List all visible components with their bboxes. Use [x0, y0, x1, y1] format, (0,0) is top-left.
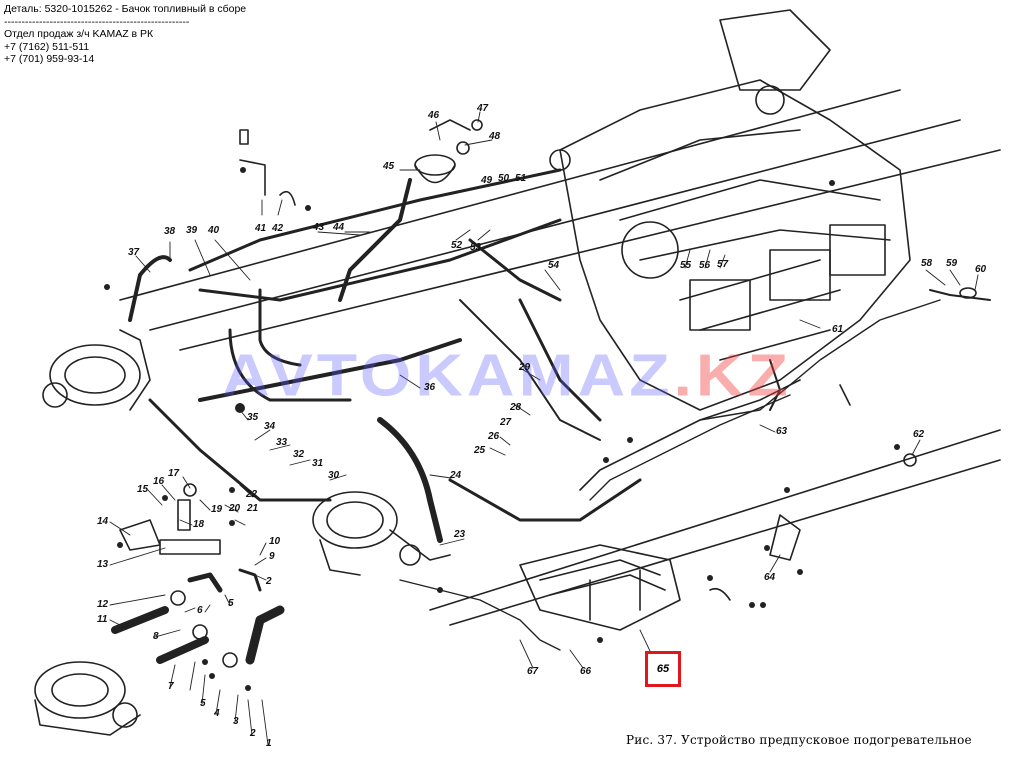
- callout-5: 5: [200, 698, 206, 709]
- callout-11: 11: [97, 614, 108, 625]
- callout-42: 42: [272, 223, 284, 234]
- header-info: Деталь: 5320-1015262 - Бачок топливный в…: [4, 3, 246, 66]
- sales-department: Отдел продаж з/ч KAMAZ в РК: [4, 28, 154, 40]
- callout-21: 21: [247, 503, 259, 514]
- pipe-36: [198, 338, 462, 402]
- callout-5b: 5: [228, 598, 234, 609]
- callout-2b: 2: [266, 576, 272, 587]
- callout-23: 23: [454, 529, 466, 540]
- callout-14: 14: [97, 516, 109, 527]
- callout-58: 58: [921, 258, 933, 269]
- callout-9: 9: [269, 551, 275, 562]
- callout-51: 51: [515, 173, 527, 184]
- callout-3: 3: [233, 716, 239, 727]
- callout-38: 38: [164, 226, 176, 237]
- fuel-line: [579, 379, 801, 491]
- hose-7: [156, 636, 209, 664]
- watermark-tail: .KZ: [673, 341, 792, 409]
- callout-66: 66: [580, 666, 592, 677]
- callout-67: 67: [527, 666, 539, 677]
- callout-1: 1: [266, 738, 272, 749]
- callout-15: 15: [137, 484, 149, 495]
- callout-32: 32: [293, 449, 305, 460]
- watermark: AVTOKAMAZ.KZ: [222, 344, 792, 407]
- callout-37: 37: [128, 247, 140, 258]
- figure-caption: Рис. 37. Устройство предпусковое подогре…: [626, 733, 972, 747]
- callout-10: 10: [269, 536, 281, 547]
- callout-49: 49: [481, 175, 493, 186]
- callout-6: 6: [197, 605, 203, 616]
- callout-36: 36: [424, 382, 436, 393]
- left-pump: [49, 344, 141, 406]
- callout-63: 63: [776, 426, 788, 437]
- spare-pump: [34, 661, 126, 719]
- pipe-23: [448, 478, 642, 522]
- callout-35: 35: [247, 412, 259, 423]
- frame-rail-lower: [429, 429, 1001, 626]
- engine-block: [559, 79, 911, 411]
- callout-57: 57: [717, 259, 729, 270]
- callout-40: 40: [208, 225, 220, 236]
- callout-64: 64: [764, 572, 776, 583]
- pipe-38: [128, 255, 172, 322]
- callout-60: 60: [975, 264, 987, 275]
- callout-39: 39: [186, 225, 198, 236]
- callout-62: 62: [913, 429, 925, 440]
- hose-11: [111, 606, 169, 634]
- callout-54: 54: [548, 260, 560, 271]
- callout-33: 33: [276, 437, 288, 448]
- callout-26: 26: [488, 431, 500, 442]
- frame-rail: [119, 89, 1001, 351]
- callout-29: 29: [519, 362, 531, 373]
- callout-16: 16: [153, 476, 165, 487]
- callout-50: 50: [498, 173, 510, 184]
- callout-31: 31: [312, 458, 324, 469]
- callout-56: 56: [699, 260, 711, 271]
- callout-27: 27: [500, 417, 512, 428]
- callout-61: 61: [832, 324, 844, 335]
- pipe-40: [198, 218, 562, 302]
- callout-34: 34: [264, 421, 276, 432]
- pump-assembly: [312, 491, 398, 549]
- callout-13: 13: [97, 559, 109, 570]
- callout-43: 43: [313, 222, 325, 233]
- callout-2: 2: [250, 728, 256, 739]
- callout-48: 48: [489, 131, 501, 142]
- pipe-45: [338, 178, 412, 302]
- callout-28: 28: [510, 402, 522, 413]
- callout-8: 8: [153, 631, 159, 642]
- callout-12: 12: [97, 599, 109, 610]
- callout-41: 41: [255, 223, 267, 234]
- callout-20: 20: [229, 503, 241, 514]
- header-separator: ----------------------------------------…: [4, 15, 190, 28]
- callout-25: 25: [474, 445, 486, 456]
- callout-52: 52: [451, 240, 463, 251]
- callout-4: 4: [214, 708, 220, 719]
- callout-24: 24: [450, 470, 462, 481]
- callout-59: 59: [946, 258, 958, 269]
- callout-7: 7: [168, 681, 174, 692]
- elbow-1: [245, 605, 285, 665]
- highlighted-part-label: 65: [656, 663, 670, 675]
- part-name: Деталь: 5320-1015262 - Бачок топливный в…: [4, 3, 247, 15]
- callout-55: 55: [680, 260, 692, 271]
- callout-30: 30: [328, 470, 340, 481]
- callout-53: 53: [470, 242, 482, 253]
- phone-2: +7 (701) 959-93-14: [4, 53, 95, 65]
- heater-unit: [519, 544, 681, 631]
- callout-22: 22: [246, 489, 258, 500]
- callout-18: 18: [193, 519, 205, 530]
- highlighted-part-box[interactable]: 65: [645, 651, 681, 687]
- pipe-39: [188, 168, 562, 272]
- callout-45: 45: [383, 161, 395, 172]
- phone-1: +7 (7162) 511-511: [4, 40, 90, 53]
- pipe-24: [377, 417, 443, 543]
- callout-44: 44: [333, 222, 345, 233]
- callout-47: 47: [477, 103, 489, 114]
- callout-17: 17: [168, 468, 180, 479]
- callout-19: 19: [211, 504, 223, 515]
- watermark-main: AVTOKAMAZ: [222, 341, 674, 409]
- callout-46: 46: [428, 110, 440, 121]
